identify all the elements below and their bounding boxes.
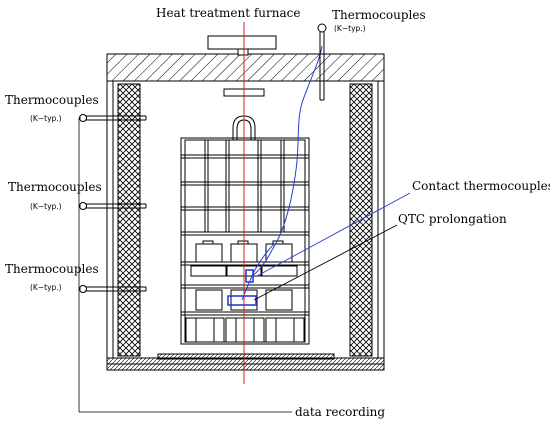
qtc-specimen bbox=[227, 295, 257, 306]
left-thermocouple-probe-3 bbox=[79, 285, 147, 293]
furnace-floor bbox=[106, 357, 385, 371]
data-recording-leads bbox=[78, 117, 292, 413]
charging-rack bbox=[180, 137, 310, 345]
contact-thermocouples-label: Contact thermocouples bbox=[412, 179, 550, 193]
lifting-mechanism bbox=[207, 35, 277, 140]
thermocouple-type-left-1: (K−typ.) bbox=[30, 114, 62, 123]
left-thermocouple-probe-1 bbox=[79, 114, 147, 122]
thermocouple-label-left-2: Thermocouples bbox=[8, 180, 102, 194]
furnace-housing bbox=[106, 53, 385, 371]
thermocouple-type-top: (K−typ.) bbox=[334, 24, 366, 33]
thermocouple-label-top: Thermocouples bbox=[332, 8, 426, 22]
qtc-prolongation-leader bbox=[253, 224, 398, 301]
rack-frame bbox=[180, 137, 310, 345]
rack-shelves bbox=[181, 154, 309, 316]
diagram-title: Heat treatment furnace bbox=[156, 6, 300, 20]
labels: Heat treatment furnace Thermocouples (K−… bbox=[5, 6, 550, 419]
lifting-shaft bbox=[237, 48, 249, 56]
top-thermocouple-probe bbox=[317, 23, 327, 101]
contact-thermocouple-wiring bbox=[227, 45, 323, 306]
hearth-plate bbox=[157, 353, 335, 360]
thermocouple-wire-main bbox=[251, 45, 323, 277]
thermocouple-label-left-1: Thermocouples bbox=[5, 93, 99, 107]
thermocouple-type-left-3: (K−typ.) bbox=[30, 283, 62, 292]
top-thermocouple-head bbox=[317, 23, 327, 33]
left-thermocouple-probes bbox=[79, 114, 147, 293]
contact-thermocouples-leader bbox=[256, 192, 411, 277]
lifting-handle bbox=[207, 35, 277, 50]
left-thermocouple-probe-2 bbox=[79, 202, 147, 210]
data-recording-label: data recording bbox=[295, 405, 385, 419]
rack-posts bbox=[204, 140, 285, 232]
qtc-prolongation-label: QTC prolongation bbox=[398, 212, 507, 226]
thermocouple-wire-second bbox=[241, 243, 275, 301]
annotation-leaders bbox=[253, 192, 411, 301]
furnace-outer-frame bbox=[106, 80, 385, 365]
furnace-inner-frame bbox=[112, 80, 379, 359]
thermocouple-type-left-2: (K−typ.) bbox=[30, 202, 62, 211]
thermocouple-label-left-3: Thermocouples bbox=[5, 262, 99, 276]
insulation-wall-left bbox=[117, 83, 141, 357]
furnace-lid bbox=[106, 53, 385, 82]
